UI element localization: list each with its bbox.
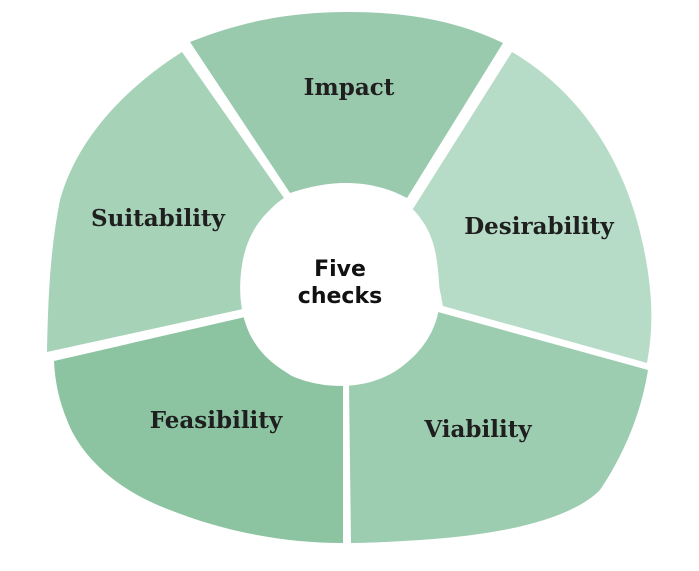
label-feasibility: Feasibility	[150, 407, 283, 434]
center-label-line2: checks	[298, 284, 382, 309]
segment-suitability	[47, 52, 284, 352]
label-suitability: Suitability	[91, 205, 226, 232]
segment-feasibility	[54, 317, 343, 543]
center-circle	[240, 184, 440, 386]
label-impact: Impact	[304, 74, 395, 101]
segment-viability	[349, 312, 648, 543]
segment-impact	[190, 12, 503, 198]
label-desirability: Desirability	[464, 213, 614, 240]
center-label-line1: Five	[314, 257, 366, 282]
segment-desirability	[411, 52, 652, 363]
label-viability: Viability	[423, 416, 532, 443]
